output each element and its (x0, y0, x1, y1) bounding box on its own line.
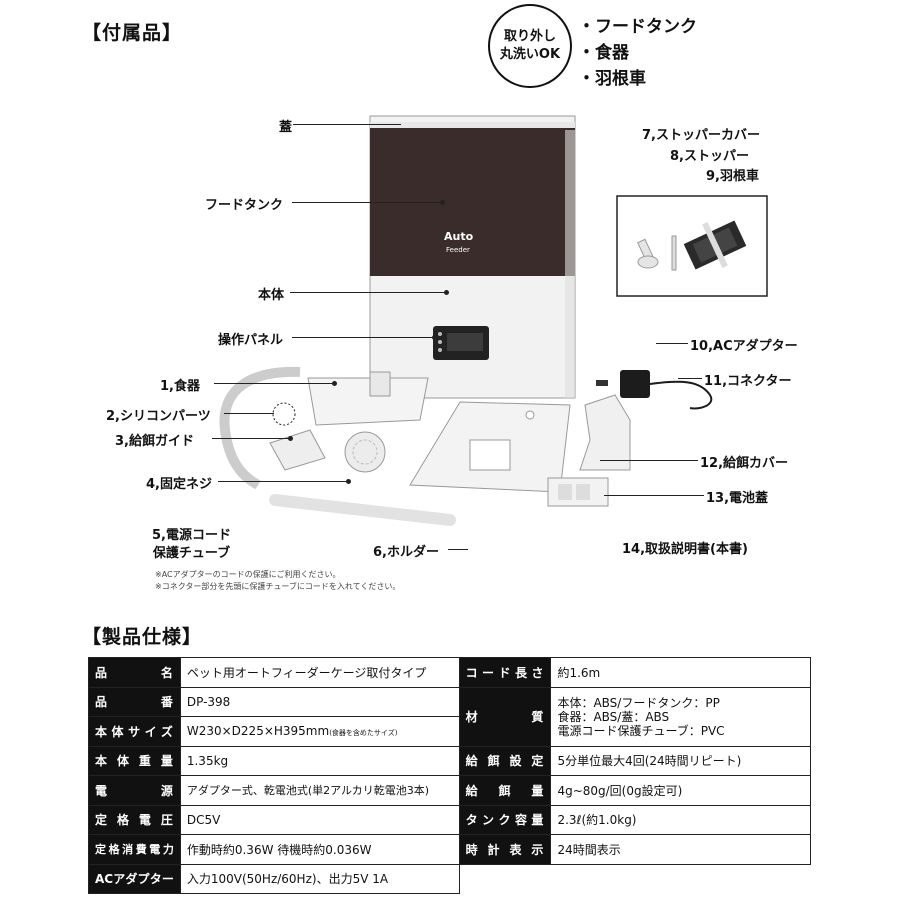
spec-header: 定格電圧 (88, 804, 181, 835)
spec-value: ペット用オートフィーダーケージ取付タイプ (179, 657, 460, 688)
leader-line (678, 378, 702, 379)
spec-value: DC5V (179, 804, 460, 835)
spec-value: 4g~80g/回(0g設定可) (550, 775, 811, 806)
label-bowl: 1,食器 (160, 379, 200, 394)
table-row: 本体重量 1.35kg 給餌設定 5分単位最大4回(24時間リピート) (88, 745, 811, 776)
washable-part: 食器 (578, 40, 697, 66)
label-food-tank: フードタンク (205, 198, 284, 213)
label-connector: 11,コネクター (704, 374, 792, 389)
logo-text-2: Feeder (446, 246, 470, 254)
table-row: 定格消費電力 作動時約0.36W 待機時約0.036W 時計表示 24時間表示 (88, 834, 811, 865)
leader-line (224, 413, 274, 414)
spec-value: 約1.6m (550, 657, 811, 688)
label-panel: 操作パネル (218, 333, 284, 348)
table-row: 定格電圧 DC5V タンク容量 2.3ℓ(約1.0kg) (88, 804, 811, 835)
spec-header: 本体重量 (88, 745, 181, 776)
spec-header: コード長さ (458, 657, 552, 688)
table-row: 品名 ペット用オートフィーダーケージ取付タイプ コード長さ 約1.6m (88, 657, 811, 688)
spec-header: 時計表示 (458, 834, 552, 865)
table-row: 品番 DP-398 材質 本体：ABS/フードタンク：PP 食器：ABS/蓋：A… (88, 686, 811, 747)
leader-line (292, 337, 434, 338)
accessories-heading: 【付属品】 (82, 22, 183, 44)
leader-line (604, 495, 704, 496)
leader-line (600, 460, 698, 461)
material-line: 食器：ABS/蓋：ABS (557, 709, 670, 724)
specs-heading: 【製品仕様】 (82, 626, 203, 648)
size-note: (食器を含めたサイズ) (329, 729, 398, 738)
spec-header: 給餌設定 (458, 745, 552, 776)
spec-value: 入力100V(50Hz/60Hz)、出力5V 1A (179, 863, 460, 894)
leader-line (214, 383, 334, 384)
leader-line (290, 292, 446, 293)
spec-header: 定格消費電力 (88, 834, 181, 865)
label-battery-lid: 13,電池蓋 (706, 491, 769, 506)
leader-dot (288, 436, 293, 441)
spec-header: ACアダプター (88, 863, 181, 894)
label-tube: 5,電源コード 保護チューブ (152, 527, 231, 563)
label-lid: 蓋 (279, 120, 293, 135)
spec-value: アダプター式、乾電池式(単2アルカリ乾電池3本) (179, 775, 460, 806)
spec-header: 電源 (88, 775, 181, 806)
spec-value: 2.3ℓ(約1.0kg) (550, 804, 811, 835)
spec-value: DP-398 (179, 686, 460, 717)
logo-text-1: Auto (444, 230, 474, 243)
empty-cell (459, 864, 551, 894)
note-2: ※コネクター部分を先頭に保護チューブにコードを入れてください。 (155, 582, 401, 591)
leader-line (656, 343, 688, 344)
spec-header: 品名 (88, 657, 181, 688)
label-tube-line1: 5,電源コード (152, 528, 231, 543)
note-1: ※ACアダプターのコードの保護にご利用ください。 (155, 570, 341, 579)
leader-dot (440, 200, 445, 205)
badge-line2: 丸洗いOK (499, 47, 561, 62)
leader-line (293, 124, 401, 125)
leader-dot (444, 290, 449, 295)
material-line: 電源コード保護チューブ：PVC (557, 723, 725, 738)
size-value: W230×D225×H395mm (186, 724, 330, 739)
spec-value: 24時間表示 (550, 834, 811, 865)
label-screw: 4,固定ネジ (146, 477, 212, 492)
leader-dot (332, 381, 337, 386)
spec-value-material: 本体：ABS/フードタンク：PP 食器：ABS/蓋：ABS 電源コード保護チュー… (550, 686, 811, 747)
label-stopper: 8,ストッパー (670, 149, 749, 164)
spec-value: 1.35kg (179, 745, 460, 776)
label-silicone-parts: 2,シリコンパーツ (106, 409, 211, 424)
spec-header: タンク容量 (458, 804, 552, 835)
spec-value: W230×D225×H395mm(食器を含めたサイズ) (179, 716, 460, 747)
spec-value: 5分単位最大4回(24時間リピート) (550, 745, 811, 776)
table-row: 本体サイズ W230×D225×H395mm(食器を含めたサイズ) (88, 716, 811, 747)
leader-line (212, 438, 290, 439)
label-body: 本体 (258, 288, 285, 303)
label-feed-cover: 12,給餌カバー (700, 456, 789, 471)
spec-header: 本体サイズ (88, 716, 181, 747)
label-stopper-cover: 7,ストッパーカバー (642, 128, 760, 143)
washable-part: フードタンク (578, 14, 697, 40)
table-row: ACアダプター 入力100V(50Hz/60Hz)、出力5V 1A (88, 863, 811, 894)
label-tube-line2: 保護チューブ (152, 546, 231, 561)
material-line: 本体：ABS/フードタンク：PP (557, 695, 720, 710)
label-impeller: 9,羽根車 (706, 169, 759, 184)
label-ac-adapter: 10,ACアダプター (690, 339, 798, 354)
washable-parts-list: フードタンク 食器 羽根車 (578, 14, 697, 92)
spec-value: 作動時約0.36W 待機時約0.036W (179, 834, 460, 865)
empty-cell (551, 864, 811, 894)
spec-header: 材質 (458, 686, 552, 747)
table-row: 電源 アダプター式、乾電池式(単2アルカリ乾電池3本) 給餌量 4g~80g/回… (88, 775, 811, 806)
washable-part: 羽根車 (578, 66, 697, 92)
leader-line (448, 549, 468, 550)
leader-line (292, 202, 442, 203)
label-holder: 6,ホルダー (373, 545, 439, 560)
leader-line (218, 481, 348, 482)
feeder-main-unit (369, 115, 576, 399)
product-illustration: Auto Feeder (219, 115, 768, 526)
leader-dot (346, 479, 351, 484)
spec-header: 給餌量 (458, 775, 552, 806)
label-manual: 14,取扱説明書(本書) (622, 542, 748, 557)
spec-header: 品番 (88, 686, 181, 717)
label-feed-guide: 3,給餌ガイド (115, 434, 194, 449)
washable-badge: 取り外し 丸洗いOK (488, 4, 572, 88)
spec-table: 品名 ペット用オートフィーダーケージ取付タイプ コード長さ 約1.6m 品番 D… (88, 657, 811, 894)
badge-line1: 取り外し (503, 29, 556, 45)
leader-dot (432, 335, 437, 340)
